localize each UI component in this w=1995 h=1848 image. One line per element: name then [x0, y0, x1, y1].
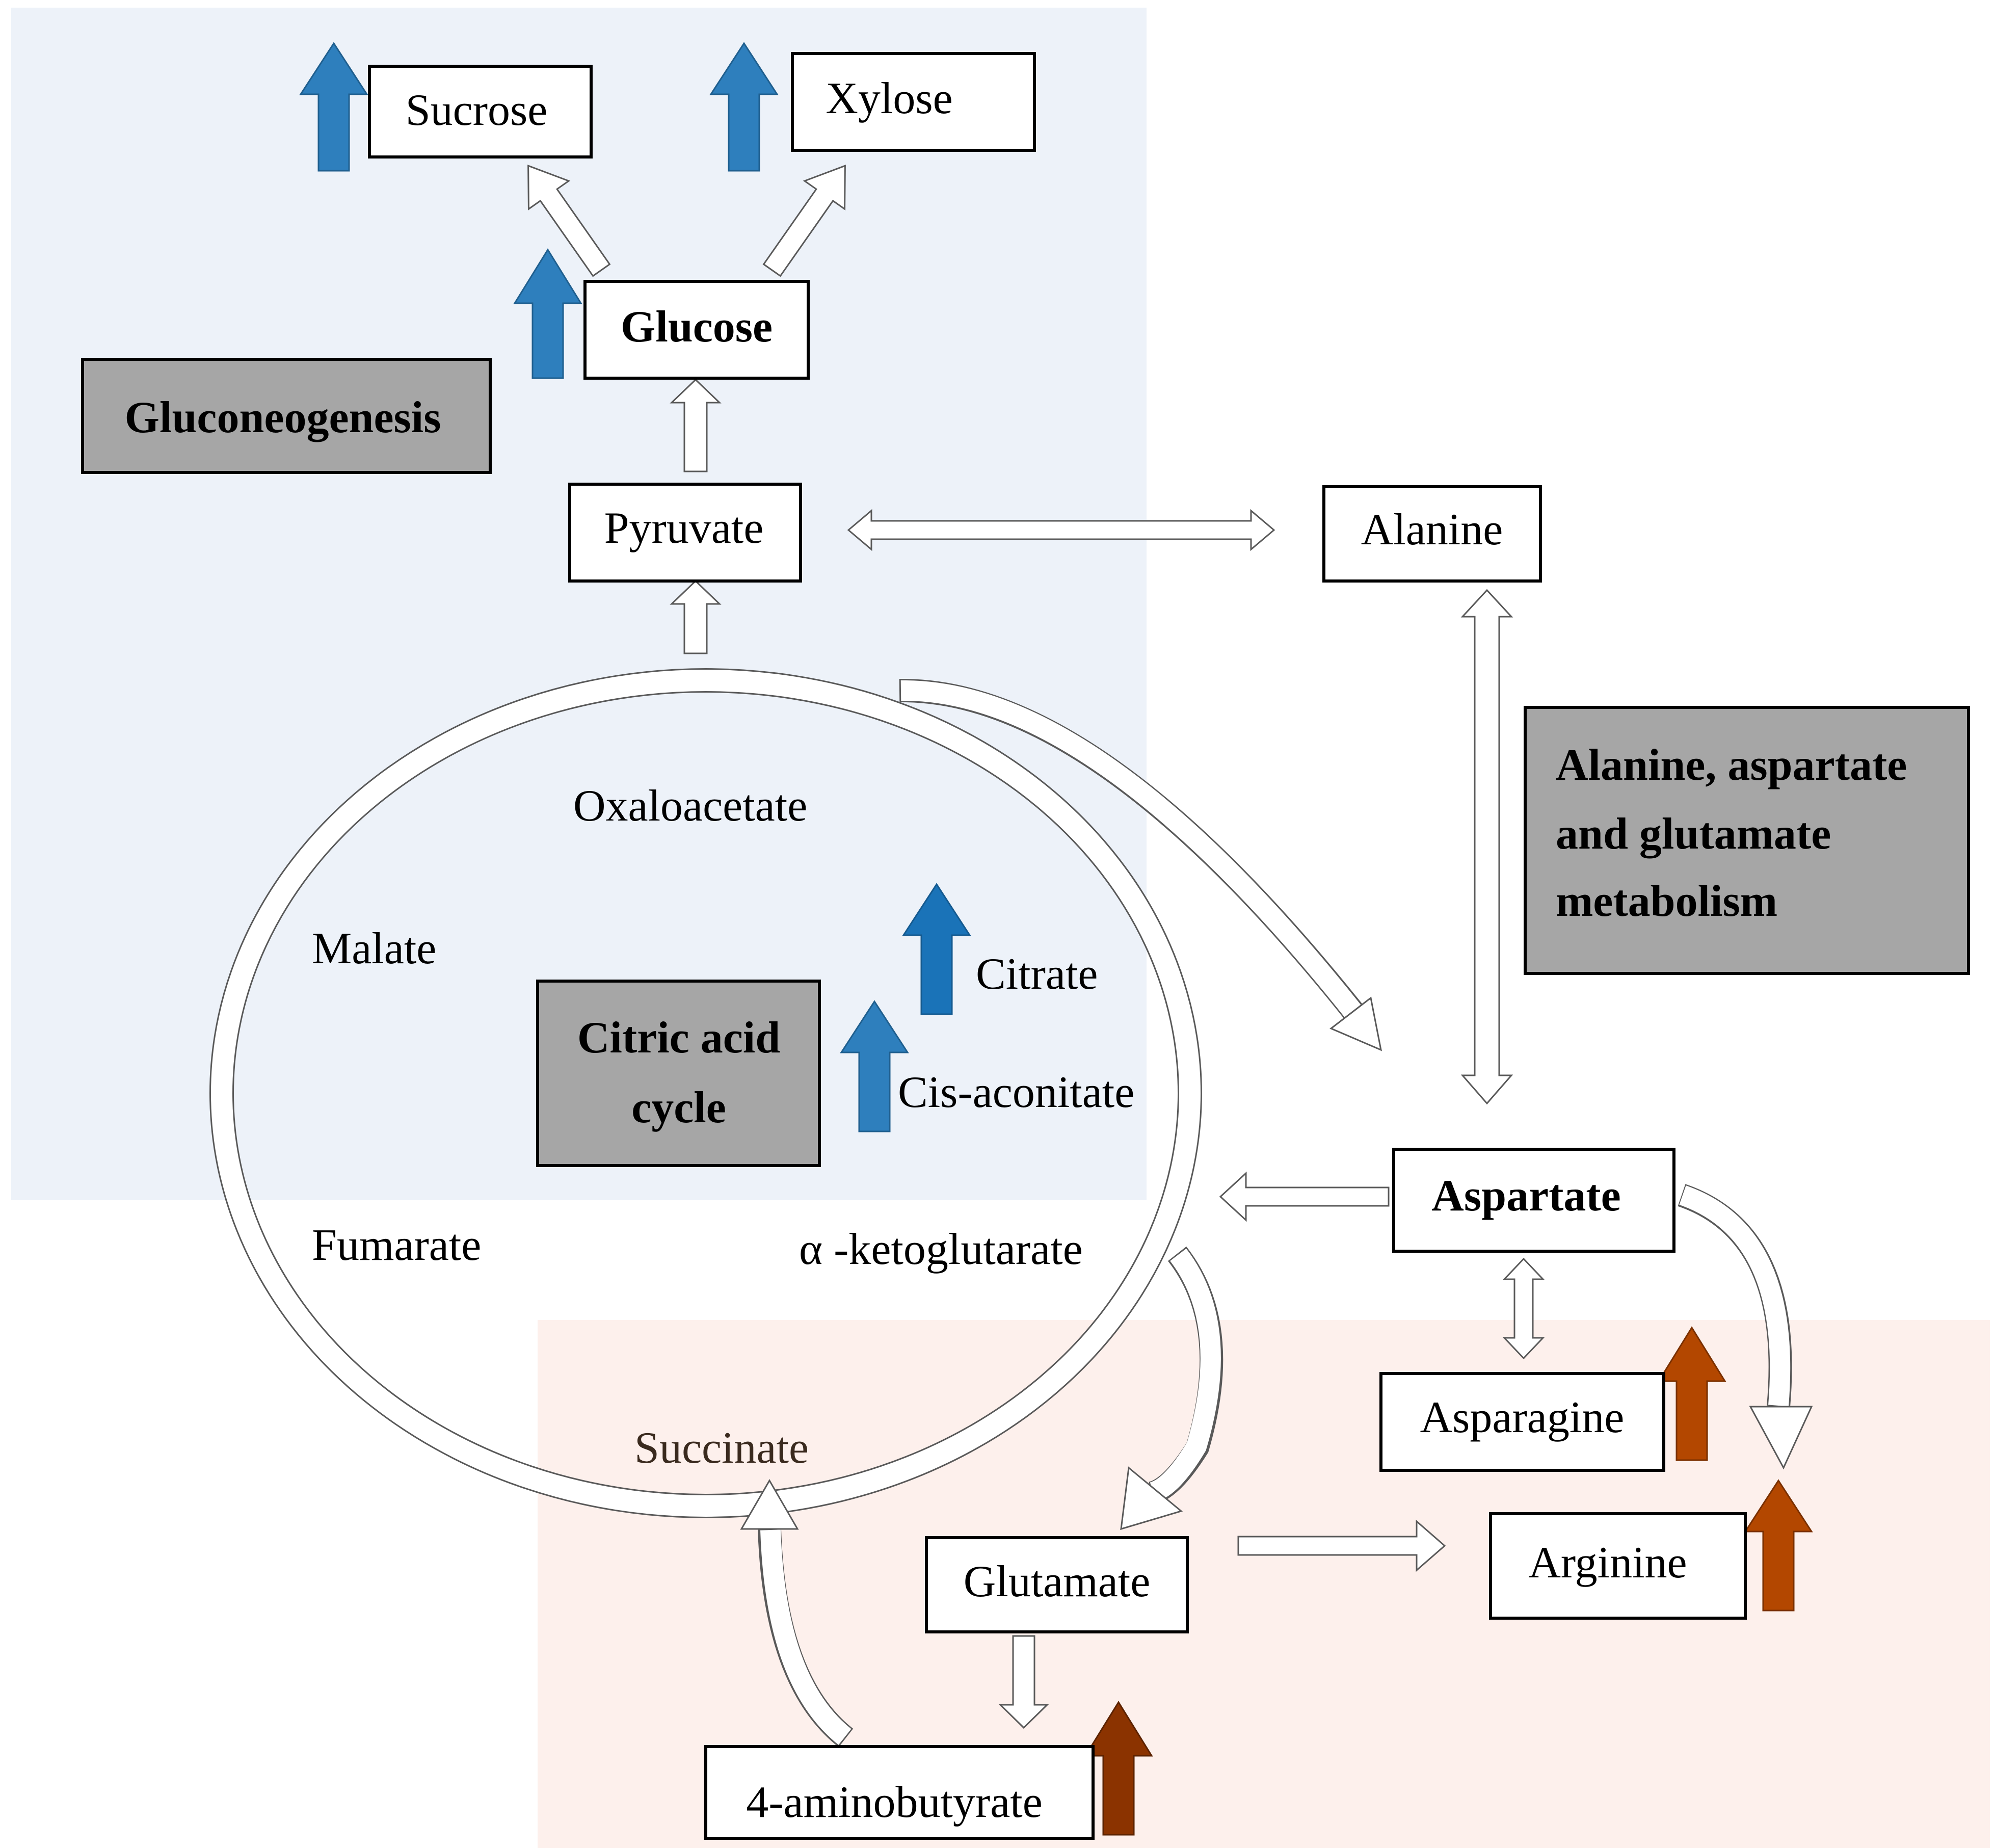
asparagine-up-arrow	[1657, 1326, 1726, 1461]
glucose-to-xylose-arrow	[762, 165, 846, 277]
cis-aconitate-up-arrow	[840, 1000, 909, 1132]
alanine-label: Alanine	[1361, 505, 1503, 555]
amino-metabolism-label-1: Alanine, aspartate	[1556, 741, 1907, 790]
glutamate-node[interactable]: Glutamate	[925, 1536, 1189, 1633]
alanine-aspartate-arrow	[1460, 589, 1513, 1105]
xylose-node[interactable]: Xylose	[791, 52, 1036, 152]
glucose-node[interactable]: Glucose	[583, 280, 810, 380]
cycle-to-pyruvate-arrow	[670, 579, 722, 654]
succinate-label: Succinate	[634, 1423, 809, 1473]
glucose-up-arrow	[513, 248, 582, 379]
pyruvate-label: Pyruvate	[604, 504, 764, 553]
aminobutyrate-up-arrow	[1084, 1701, 1153, 1836]
glutamate-to-aminobutyrate-arrow	[998, 1635, 1049, 1729]
asparagine-label: Asparagine	[1420, 1393, 1625, 1442]
asparagine-node[interactable]: Asparagine	[1379, 1372, 1665, 1472]
citric-acid-cycle-label-2: cycle	[631, 1083, 726, 1132]
xylose-up-arrow	[709, 42, 779, 172]
gluconeogenesis-label: Gluconeogenesis	[125, 393, 441, 442]
citrate-up-arrow	[902, 883, 971, 1015]
cis-aconitate-label: Cis-aconitate	[898, 1068, 1134, 1117]
sucrose-node[interactable]: Sucrose	[368, 65, 593, 159]
aminobutyrate-label: 4-aminobutyrate	[746, 1778, 1043, 1827]
glutamate-to-arginine-arrow	[1237, 1519, 1446, 1572]
aminobutyrate-node[interactable]: 4-aminobutyrate	[704, 1745, 1095, 1840]
arginine-up-arrow	[1744, 1479, 1813, 1612]
pyruvate-to-glucose-arrow	[670, 378, 722, 472]
aspartate-to-cycle-arrow	[1219, 1171, 1390, 1222]
ketoglutarate-to-glutamate-arrow	[1120, 1246, 1223, 1530]
amino-metabolism-label-2: and glutamate	[1556, 809, 1831, 859]
oxaloacetate-to-aspartate-arrow	[899, 678, 1382, 1051]
sucrose-up-arrow	[299, 42, 368, 172]
amino-metabolism-label-3: metabolism	[1556, 877, 1777, 926]
oxaloacetate-label: Oxaloacetate	[573, 781, 807, 831]
sucrose-label: Sucrose	[406, 86, 548, 135]
malate-label: Malate	[312, 924, 436, 973]
glucose-label: Glucose	[621, 302, 773, 352]
pyruvate-node[interactable]: Pyruvate	[568, 483, 802, 583]
aspartate-label: Aspartate	[1431, 1171, 1620, 1221]
aspartate-asparagine-arrow	[1502, 1257, 1545, 1360]
xylose-label: Xylose	[826, 74, 952, 123]
citrate-label: Citrate	[976, 949, 1098, 999]
arginine-node[interactable]: Arginine	[1489, 1512, 1747, 1620]
aspartate-to-arginine-arrow	[1678, 1184, 1813, 1470]
glutamate-label: Glutamate	[964, 1557, 1151, 1606]
citric-acid-cycle-label-1: Citric acid	[577, 1013, 780, 1063]
aspartate-node[interactable]: Aspartate	[1392, 1148, 1675, 1253]
pyruvate-alanine-arrow	[847, 509, 1275, 551]
gluconeogenesis-group[interactable]: Gluconeogenesis	[81, 358, 492, 474]
glucose-to-sucrose-arrow	[527, 165, 611, 277]
alanine-node[interactable]: Alanine	[1322, 485, 1542, 583]
aminobutyrate-to-succinate-arrow	[740, 1479, 854, 1748]
fumarate-label: Fumarate	[312, 1221, 481, 1270]
arginine-label: Arginine	[1528, 1538, 1687, 1588]
citric-acid-cycle-group[interactable]: Citric acid cycle	[536, 980, 821, 1167]
amino-acid-metabolism-group[interactable]: Alanine, aspartate and glutamate metabol…	[1524, 706, 1970, 975]
ketoglutarate-label: α -ketoglutarate	[799, 1225, 1083, 1274]
